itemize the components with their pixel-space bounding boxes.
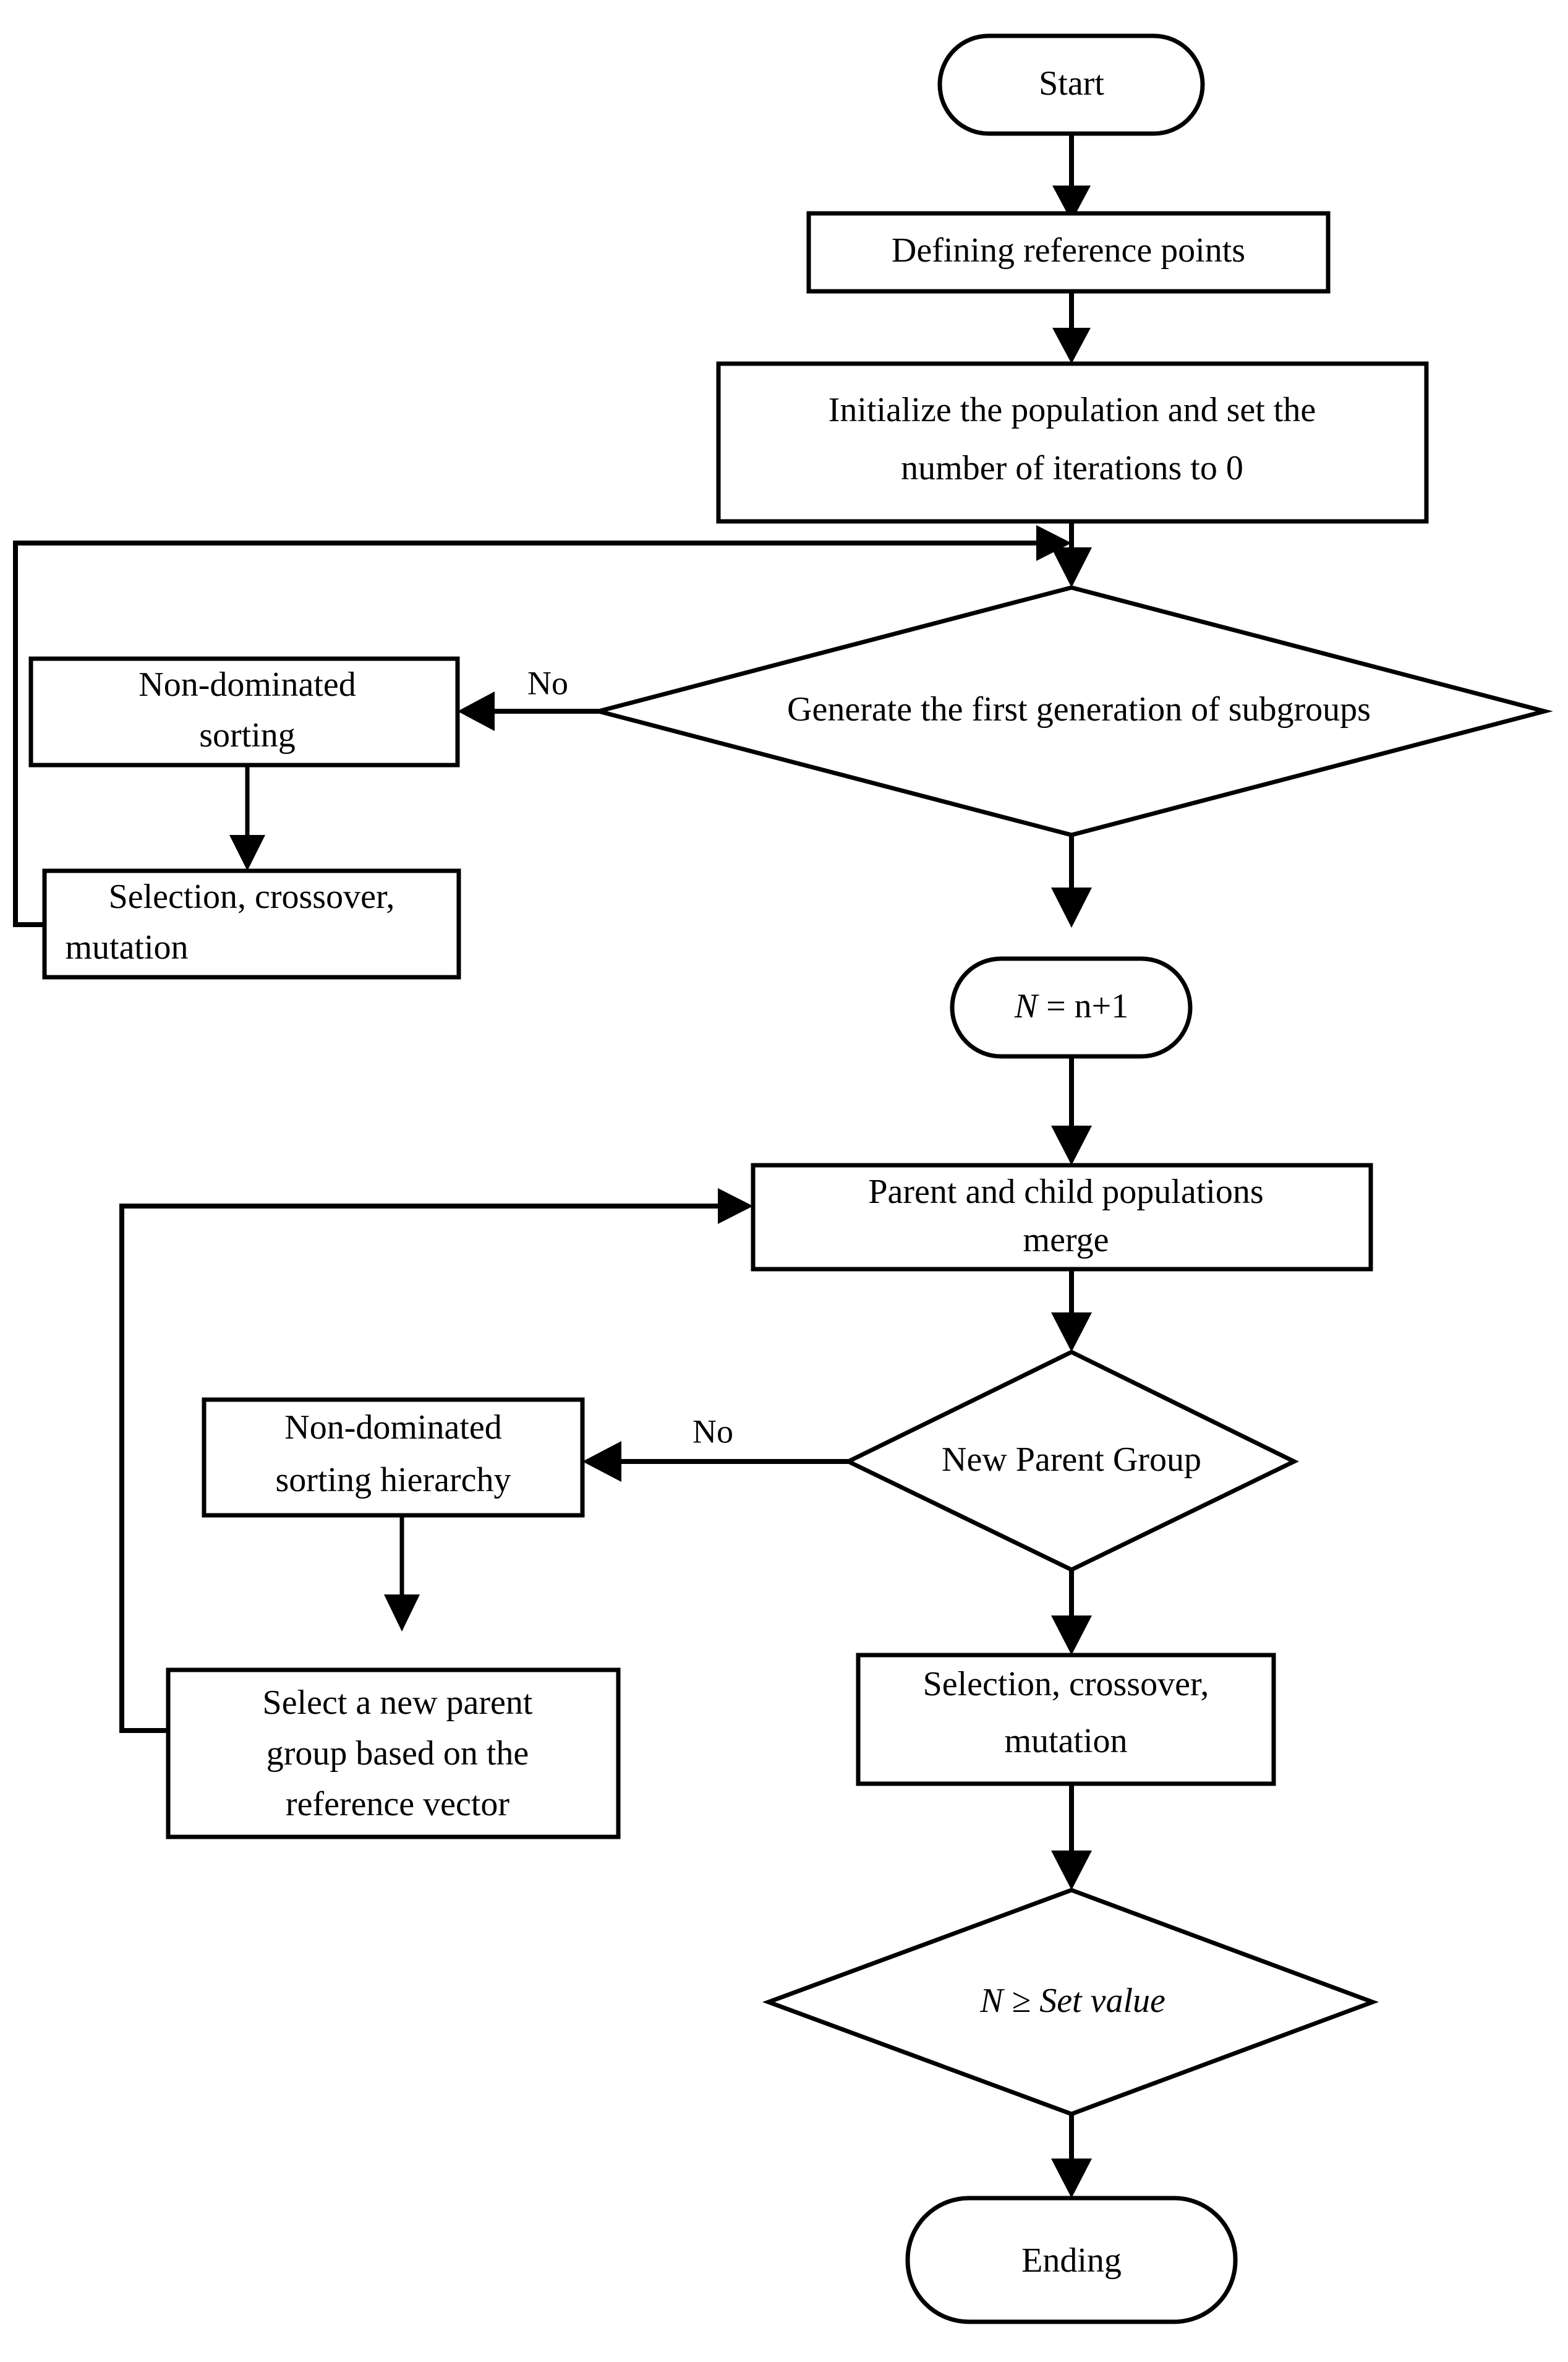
node-selection-crossover-mutation-top-line1: Selection, crossover,: [109, 878, 395, 916]
node-generate-first-generation[interactable]: Generate the first generation of subgrou…: [590, 585, 1553, 837]
node-increment-counter-expression: = n+1: [1038, 987, 1128, 1025]
edge-generate-to-increment: [1051, 835, 1092, 928]
node-selection-crossover-mutation-bottom[interactable]: Selection, crossover, mutation: [856, 1653, 1276, 1786]
node-start-label: Start: [1039, 64, 1104, 103]
node-parent-child-merge-line2: merge: [1023, 1221, 1109, 1259]
edge-increment-to-merge: [1051, 1056, 1092, 1165]
node-define-reference-points[interactable]: Defining reference points: [806, 211, 1331, 294]
node-non-dominated-sorting-line2: sorting: [199, 716, 296, 755]
edge-selection-bottom-to-check: [1051, 1784, 1092, 1890]
node-select-new-parent-group[interactable]: Select a new parent group based on the r…: [166, 1667, 621, 1839]
node-selection-crossover-mutation-top-line2: mutation: [65, 928, 188, 967]
edge-merge-to-new-parent-group: [1051, 1269, 1092, 1352]
node-non-dominated-sorting-hierarchy[interactable]: Non-dominated sorting hierarchy: [202, 1397, 585, 1518]
edge-non-dominated-sorting-to-selection-top: [229, 765, 265, 871]
node-check-set-value-label: N ≥ Set value: [979, 1982, 1165, 2020]
edge-label-no-upper: No: [527, 664, 568, 701]
node-ending[interactable]: Ending: [905, 2196, 1238, 2324]
edge-generate-no-to-non-dominated-sorting: [458, 691, 601, 731]
edge-sorting-hierarchy-to-select-parent: [384, 1515, 420, 1632]
node-non-dominated-sorting-hierarchy-line1: Non-dominated: [284, 1408, 501, 1447]
edge-new-parent-no-to-sorting-hierarchy: [582, 1441, 848, 1482]
node-parent-child-merge[interactable]: Parent and child populations merge: [751, 1163, 1373, 1272]
node-initialize-population[interactable]: Initialize the population and set the nu…: [716, 361, 1429, 524]
node-generate-first-generation-label: Generate the first generation of subgrou…: [787, 690, 1371, 729]
edge-start-to-define-reference-points: [1052, 134, 1091, 221]
edge-define-to-initialize: [1052, 291, 1091, 364]
node-new-parent-group[interactable]: New Parent Group: [843, 1350, 1299, 1572]
node-select-new-parent-group-line2: group based on the: [266, 1734, 529, 1773]
node-new-parent-group-label: New Parent Group: [942, 1440, 1201, 1479]
node-select-new-parent-group-line1: Select a new parent: [263, 1684, 533, 1722]
node-selection-crossover-mutation-bottom-line1: Selection, crossover,: [923, 1665, 1209, 1703]
node-start[interactable]: Start: [937, 33, 1205, 136]
edge-lower-feedback-loop: [119, 1188, 753, 1733]
node-initialize-population-line2: number of iterations to 0: [901, 449, 1243, 487]
edge-check-to-ending: [1051, 2114, 1092, 2198]
node-increment-counter[interactable]: N = n+1: [950, 956, 1193, 1059]
node-increment-counter-label: N = n+1: [1014, 987, 1129, 1025]
node-initialize-population-line1: Initialize the population and set the: [829, 391, 1316, 429]
node-ending-label: Ending: [1021, 2241, 1122, 2280]
node-define-reference-points-label: Defining reference points: [892, 231, 1245, 270]
edge-initialize-to-generate-decision: [1051, 521, 1092, 588]
node-selection-crossover-mutation-top[interactable]: Selection, crossover, mutation: [42, 868, 461, 980]
edge-new-parent-to-selection-bottom: [1051, 1570, 1092, 1655]
node-increment-counter-variable: N: [1014, 987, 1039, 1025]
node-non-dominated-sorting[interactable]: Non-dominated sorting: [28, 656, 460, 768]
node-check-set-value[interactable]: N ≥ Set value: [762, 1888, 1379, 2116]
node-non-dominated-sorting-hierarchy-line2: sorting hierarchy: [276, 1461, 511, 1499]
node-select-new-parent-group-line3: reference vector: [286, 1785, 509, 1823]
edge-label-no-lower: No: [692, 1413, 733, 1450]
node-parent-child-merge-line1: Parent and child populations: [868, 1173, 1263, 1211]
node-non-dominated-sorting-line1: Non-dominated: [138, 665, 356, 704]
node-selection-crossover-mutation-bottom-line2: mutation: [1004, 1722, 1127, 1760]
